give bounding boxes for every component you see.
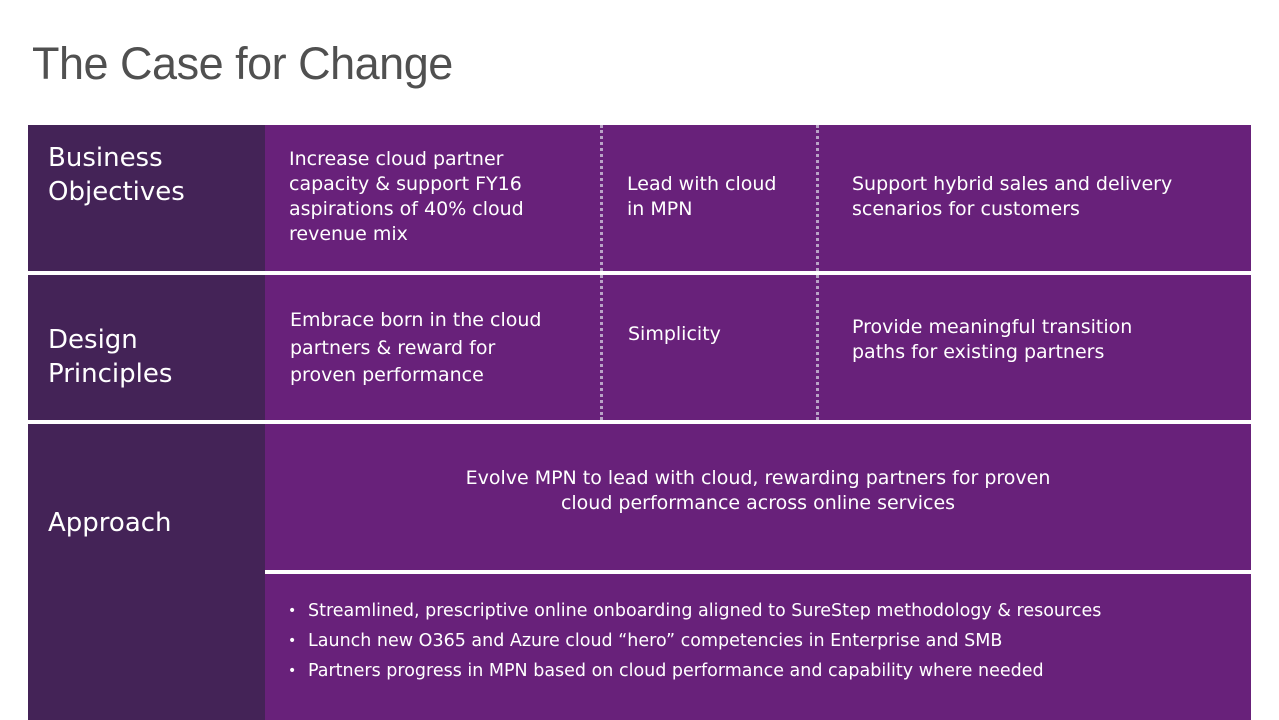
column-divider xyxy=(600,275,603,420)
list-item: Streamlined, prescriptive online onboard… xyxy=(288,596,1101,626)
approach-statement-block: Evolve MPN to lead with cloud, rewarding… xyxy=(265,424,1251,570)
objective-lead-with-cloud: Lead with cloud in MPN xyxy=(627,172,777,222)
cell-line: capacity & support FY16 xyxy=(289,173,522,195)
statement-line: Evolve MPN to lead with cloud, rewarding… xyxy=(465,467,1051,489)
objective-cloud-capacity: Increase cloud partner capacity & suppor… xyxy=(289,147,524,247)
design-principles-content: Embrace born in the cloud partners & rew… xyxy=(265,275,1251,420)
business-objectives-label: Business Objectives xyxy=(48,141,185,209)
cell-line: aspirations of 40% cloud xyxy=(289,198,524,220)
list-item: Launch new O365 and Azure cloud “hero” c… xyxy=(288,626,1101,656)
cell-line: scenarios for customers xyxy=(852,198,1080,220)
principle-born-in-cloud: Embrace born in the cloud partners & rew… xyxy=(290,307,541,390)
label-line: Objectives xyxy=(48,177,185,207)
cell-line: Support hybrid sales and delivery xyxy=(852,173,1173,195)
objective-hybrid-sales: Support hybrid sales and delivery scenar… xyxy=(852,172,1172,222)
cell-line: partners & reward for xyxy=(290,336,496,359)
business-objectives-label-block: Business Objectives xyxy=(28,125,265,271)
approach-statement: Evolve MPN to lead with cloud, rewarding… xyxy=(265,466,1251,516)
column-divider xyxy=(816,125,819,271)
column-divider xyxy=(600,125,603,271)
column-divider xyxy=(816,275,819,420)
cell-line: Simplicity xyxy=(628,323,721,345)
label-line: Business xyxy=(48,143,163,173)
statement-line: cloud performance across online services xyxy=(560,492,956,514)
cell-line: proven performance xyxy=(290,364,484,386)
approach-label-block: Approach xyxy=(28,424,265,720)
cell-line: paths for existing partners xyxy=(852,341,1105,363)
cell-line: Increase cloud partner xyxy=(289,148,504,170)
cell-line: Provide meaningful transition xyxy=(852,316,1133,338)
design-principles-label: Design Principles xyxy=(48,323,172,391)
label-line: Design xyxy=(48,325,138,355)
cell-line: in MPN xyxy=(627,198,693,220)
list-item: Partners progress in MPN based on cloud … xyxy=(288,656,1101,686)
approach-bullet-list: Streamlined, prescriptive online onboard… xyxy=(288,596,1101,686)
cell-line: Embrace born in the cloud xyxy=(290,309,542,331)
cell-line: Lead with cloud xyxy=(627,173,777,195)
approach-label: Approach xyxy=(48,508,172,538)
label-line: Principles xyxy=(48,359,173,389)
cell-line: revenue mix xyxy=(289,223,408,245)
business-objectives-content: Increase cloud partner capacity & suppor… xyxy=(265,125,1251,271)
principle-transition-paths: Provide meaningful transition paths for … xyxy=(852,315,1132,365)
design-principles-label-block: Design Principles xyxy=(28,275,265,420)
principle-simplicity: Simplicity xyxy=(628,322,721,347)
page-title: The Case for Change xyxy=(32,38,453,89)
